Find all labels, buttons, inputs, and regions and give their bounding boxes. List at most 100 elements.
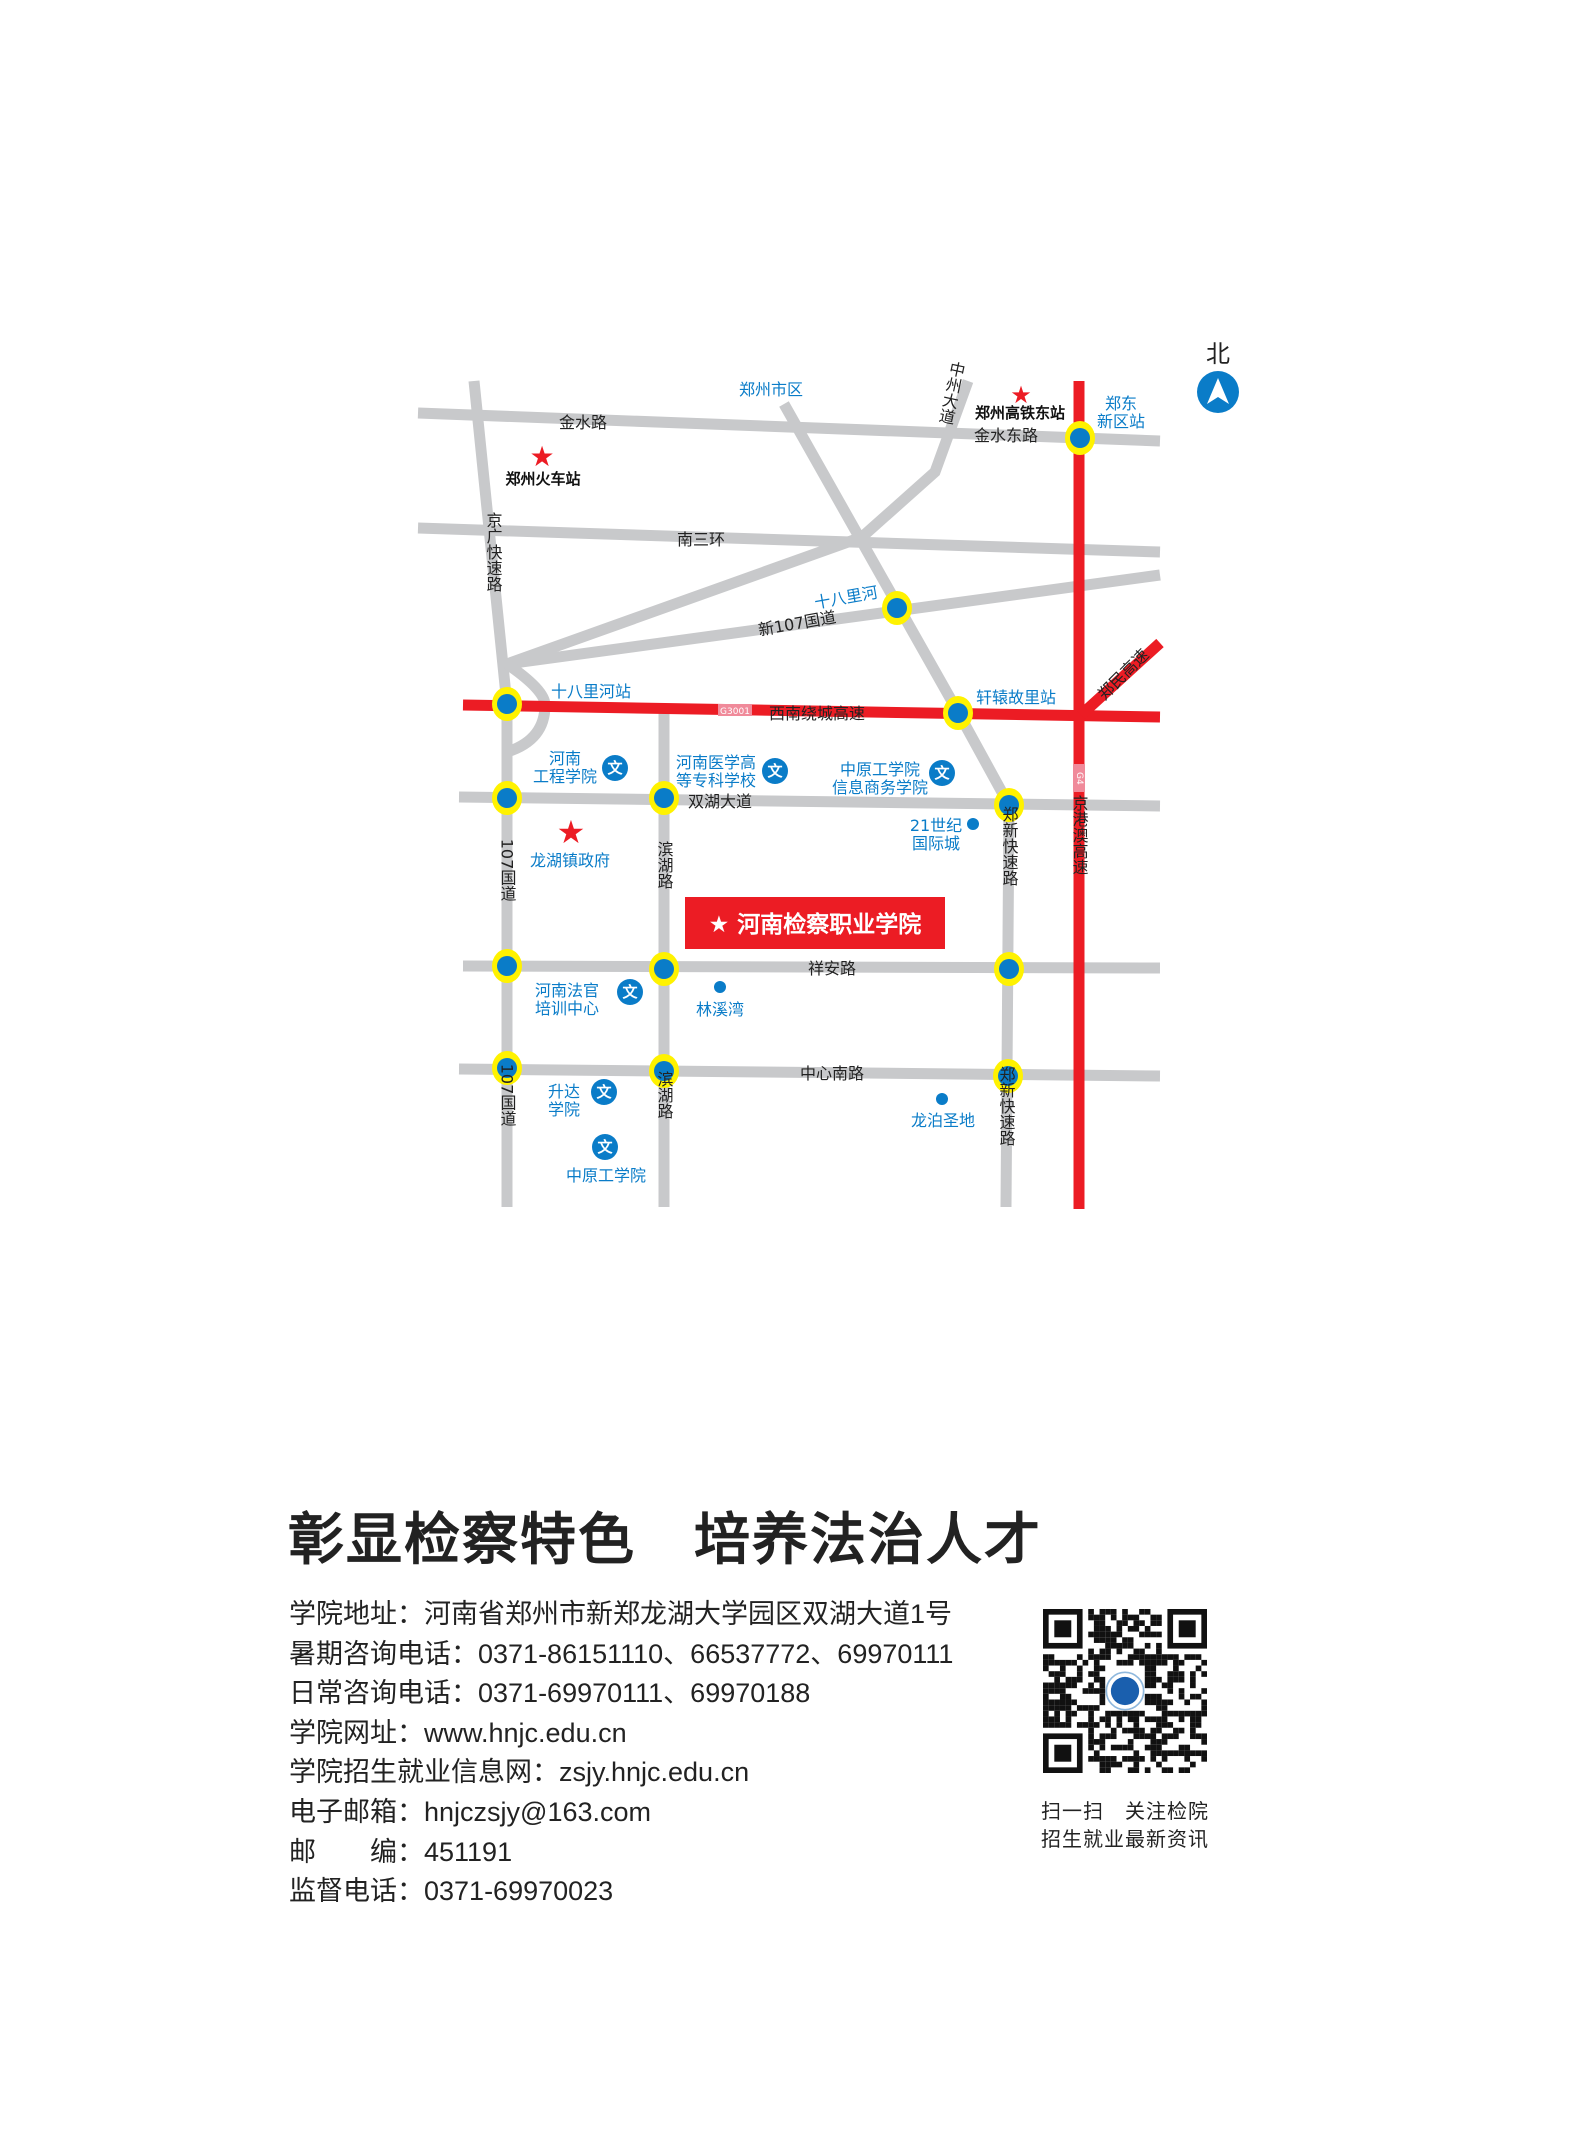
metro-station-icon xyxy=(492,781,522,815)
label-21-century: 国际城 xyxy=(912,834,960,853)
label-binhu-north: 滨湖路 xyxy=(655,841,674,889)
label-xiangan: 祥安路 xyxy=(808,959,856,978)
north-arrow-icon xyxy=(1207,378,1229,404)
contact-line: 日常咨询电话：0371-69970111、69970188 xyxy=(289,1678,811,1709)
road-new107 xyxy=(506,569,1161,670)
label-jinshui-east: 金水东路 xyxy=(974,426,1038,445)
star-icon: ★ xyxy=(557,813,586,851)
school-icon-glyph: 文 xyxy=(607,759,623,777)
g3001-label: G3001 xyxy=(720,707,750,717)
metro-station-icon xyxy=(649,1054,679,1088)
school-icon: 文 xyxy=(929,760,955,786)
location-map: G3001 G4 ★ ★ ★ 文文文文文文 金水路 金水东路 南三环 京广快速路… xyxy=(417,340,1239,1209)
label-jinggangao: 京港澳高速 xyxy=(1070,795,1089,875)
school-icon: 文 xyxy=(592,1134,618,1160)
label-judge-center: 河南法官 xyxy=(535,981,599,1000)
label-longhu-gov: 龙湖镇政府 xyxy=(530,851,610,870)
g4-label: G4 xyxy=(1074,772,1084,785)
star-icon: ★ xyxy=(1010,381,1032,409)
school-icon-glyph: 文 xyxy=(597,1138,613,1156)
metro-station-icon xyxy=(492,687,522,721)
contact-line: 暑期咨询电话：0371-86151110、66537772、69970111 xyxy=(289,1638,954,1669)
road-zhongxin-south xyxy=(458,1063,1161,1082)
label-shibalihe: 十八里河 xyxy=(813,583,879,613)
dot-icon xyxy=(936,1093,948,1105)
metro-station-icon xyxy=(993,1059,1023,1093)
label-jingguang: 京广快速路 xyxy=(484,512,503,592)
school-icon-glyph: 文 xyxy=(934,764,950,782)
school-icon-glyph: 文 xyxy=(767,762,783,780)
label-zhengdong: 郑东 xyxy=(1105,394,1137,413)
school-icon: 文 xyxy=(617,979,643,1005)
roads xyxy=(417,379,1161,1208)
qr-caption-2: 招生就业最新资讯 xyxy=(1041,1827,1209,1851)
label-shuanghu: 双湖大道 xyxy=(688,792,752,811)
label-zhengzhou-city: 郑州市区 xyxy=(739,380,803,399)
road-xiangan xyxy=(462,960,1161,974)
label-zhongxin-south: 中心南路 xyxy=(800,1064,864,1083)
metro-station-icon xyxy=(492,949,522,983)
metro-station-icon xyxy=(649,781,679,815)
slogan-heading: 彰显检察特色 培养法治人才 xyxy=(288,1507,1042,1573)
college-title: ★ 河南检察职业学院 xyxy=(709,911,922,938)
metro-station-icon xyxy=(492,1051,522,1085)
label-new107: 新107国道 xyxy=(757,607,838,639)
label-107-north: 107国道 xyxy=(498,839,517,902)
metro-station-icon xyxy=(994,952,1024,986)
label-xuanyuan-station: 轩辕故里站 xyxy=(976,688,1056,707)
road-zhongzhou xyxy=(505,379,974,670)
label-henan-eng: 河南 xyxy=(549,749,581,768)
metro-stations xyxy=(492,421,1095,1093)
qr-caption-1: 扫一扫 关注检院 xyxy=(1041,1799,1209,1823)
label-med-school: 河南医学高 xyxy=(676,753,756,772)
label-107-south: 107国道 xyxy=(498,1064,517,1127)
label-zz-station: 郑州火车站 xyxy=(505,470,580,488)
label-zhengxin-north: 郑新快速路 xyxy=(1000,806,1019,886)
school-icon: 文 xyxy=(602,755,628,781)
hwy-zhengmin xyxy=(1077,638,1164,720)
school-icons: 文文文文文文 xyxy=(591,755,955,1160)
qr-code[interactable] xyxy=(1043,1609,1207,1773)
label-zhongyuan-tech: 中原工学院 xyxy=(566,1166,646,1185)
label-jinshui: 金水路 xyxy=(559,413,607,432)
metro-station-icon xyxy=(943,696,973,730)
school-icon: 文 xyxy=(762,758,788,784)
g3001-shield xyxy=(718,704,752,716)
label-21-century: 21世纪 xyxy=(910,816,962,835)
g4-shield xyxy=(1073,764,1085,792)
school-icon-glyph: 文 xyxy=(622,983,638,1001)
dot-icon xyxy=(967,818,979,830)
road-jinshui xyxy=(417,407,1161,447)
highways: G3001 G4 xyxy=(462,381,1164,1209)
label-shibalihe-station: 十八里河站 xyxy=(551,682,631,701)
label-shengda: 升达 xyxy=(548,1082,580,1101)
label-zhengxin-south: 郑新快速路 xyxy=(997,1066,1016,1146)
label-judge-center: 培训中心 xyxy=(535,999,599,1018)
metro-station-icon xyxy=(1065,421,1095,455)
contact-line: 监督电话：0371-69970023 xyxy=(289,1876,614,1907)
school-icon-glyph: 文 xyxy=(596,1083,612,1101)
label-med-school: 等专科学校 xyxy=(676,771,756,790)
road-shuanghu xyxy=(458,791,1161,812)
label-zz-east-hsr: 郑州高铁东站 xyxy=(975,404,1065,422)
label-linxiwan: 林溪湾 xyxy=(696,1000,744,1019)
north-label: 北 xyxy=(1206,340,1230,368)
contact-line: 电子邮箱：hnjczsjy@163.com xyxy=(289,1797,651,1827)
label-shengda: 学院 xyxy=(548,1100,580,1119)
label-zy-info: 中原工学院 xyxy=(840,760,920,779)
school-icon: 文 xyxy=(591,1079,617,1105)
contact-line: 学院网址：www.hnjc.edu.cn xyxy=(289,1717,627,1748)
metro-station-icon xyxy=(882,591,912,625)
label-zhengdong: 新区站 xyxy=(1097,412,1145,431)
contact-line: 学院地址：河南省郑州市新郑龙湖大学园区双湖大道1号 xyxy=(289,1599,953,1629)
college-title-box xyxy=(685,897,945,949)
metro-station-icon xyxy=(994,788,1024,822)
landmark-stars: ★ ★ ★ xyxy=(529,381,1031,851)
label-henan-eng: 工程学院 xyxy=(533,767,597,786)
label-nansanhuan: 南三环 xyxy=(677,530,725,549)
dot-icon xyxy=(714,981,726,993)
star-icon: ★ xyxy=(529,440,554,473)
college-logo-icon xyxy=(1110,1676,1140,1706)
metro-station-icon xyxy=(649,952,679,986)
road-nansanhuan xyxy=(417,522,1161,558)
